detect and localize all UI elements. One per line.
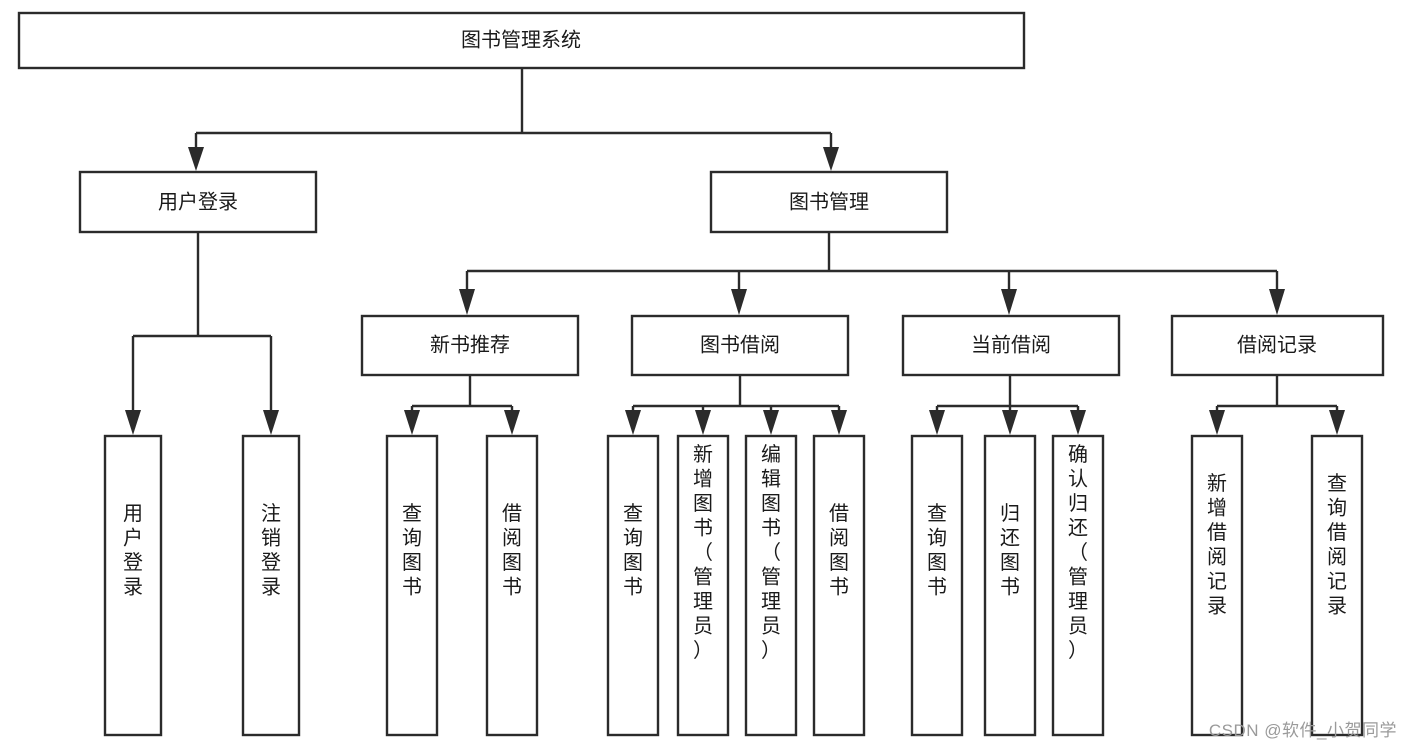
node-book-management[interactable]: 图书管理 — [709, 170, 949, 234]
arrow-head-new-book-recommend — [459, 289, 475, 315]
node-current-borrow[interactable]: 当前借阅 — [901, 314, 1121, 377]
arrow-head-borrow-records — [1269, 289, 1285, 315]
arrow-head-leaf-query-borrow-record — [1329, 410, 1345, 435]
node-user-login-label: 用户登录 — [158, 190, 238, 213]
node-leaf-logout[interactable]: 注销登录 — [241, 434, 301, 737]
node-user-login-box[interactable] — [78, 170, 318, 234]
node-new-book-recommend-label: 新书推荐 — [430, 333, 510, 356]
node-leaf-user-login-box[interactable] — [103, 434, 163, 737]
node-leaf-confirm-return-box[interactable] — [1051, 434, 1105, 737]
node-book-management-box[interactable] — [709, 170, 949, 234]
node-leaf-user-login[interactable]: 用户登录 — [103, 434, 163, 737]
node-leaf-borrow-book-rec-label: 借阅图书 — [502, 502, 522, 599]
node-leaf-borrow-book-rec-box[interactable] — [485, 434, 539, 737]
node-leaf-query-book-current-label: 查询图书 — [927, 502, 947, 599]
node-user-login[interactable]: 用户登录 — [78, 170, 318, 234]
node-leaf-add-borrow-record-box[interactable] — [1190, 434, 1244, 737]
arrow-head-leaf-borrow-book-rec — [504, 410, 520, 435]
node-leaf-add-borrow-record[interactable]: 新增借阅记录 — [1190, 434, 1244, 737]
node-leaf-borrow-book[interactable]: 借阅图书 — [812, 434, 866, 737]
node-leaf-query-borrow-record-box[interactable] — [1310, 434, 1364, 737]
node-current-borrow-label: 当前借阅 — [971, 333, 1051, 356]
arrow-head-leaf-user-login — [125, 410, 141, 435]
arrow-head-user-login — [188, 147, 204, 171]
node-leaf-borrow-book-box[interactable] — [812, 434, 866, 737]
arrow-head-leaf-query-book-borrow — [625, 410, 641, 435]
node-leaf-edit-book-label: 编辑图书（管理员） — [761, 443, 781, 662]
node-leaf-return-book-label: 归还图书 — [1000, 502, 1020, 599]
arrow-head-current-borrow — [1001, 289, 1017, 315]
node-leaf-borrow-book-label: 借阅图书 — [829, 502, 849, 599]
arrow-head-leaf-return-book — [1002, 410, 1018, 435]
node-leaf-logout-label: 注销登录 — [261, 502, 281, 599]
arrow-head-leaf-query-book-rec — [404, 410, 420, 435]
node-leaf-query-book-current[interactable]: 查询图书 — [910, 434, 964, 737]
node-leaf-query-book-current-box[interactable] — [910, 434, 964, 737]
node-leaf-query-book-borrow-box[interactable] — [606, 434, 660, 737]
arrow-head-book-management — [823, 147, 839, 171]
arrow-head-leaf-query-book-current — [929, 410, 945, 435]
node-leaf-logout-box[interactable] — [241, 434, 301, 737]
node-leaf-query-borrow-record-label: 查询借阅记录 — [1327, 472, 1347, 618]
node-leaf-borrow-book-rec[interactable]: 借阅图书 — [485, 434, 539, 737]
node-leaf-query-book-borrow-label: 查询图书 — [623, 502, 643, 599]
node-book-borrow-label: 图书借阅 — [700, 333, 780, 356]
csdn-watermark: CSDN @软件_小贺同学 — [1208, 721, 1397, 740]
node-leaf-add-book-label: 新增图书（管理员） — [693, 443, 713, 662]
node-book-management-label: 图书管理 — [789, 190, 869, 213]
node-leaf-user-login-label: 用户登录 — [123, 503, 143, 599]
node-current-borrow-box[interactable] — [901, 314, 1121, 377]
node-leaf-query-book-borrow[interactable]: 查询图书 — [606, 434, 660, 737]
node-layer: 图书管理系统 用户登录 图书管理 新书推荐 图书借阅 当前借阅 借阅记录 — [17, 11, 1385, 737]
arrow-head-book-borrow — [731, 289, 747, 315]
node-book-borrow[interactable]: 图书借阅 — [630, 314, 850, 377]
node-leaf-add-book[interactable]: 新增图书（管理员） — [676, 434, 730, 737]
node-leaf-query-borrow-record[interactable]: 查询借阅记录 — [1310, 434, 1364, 737]
arrow-head-leaf-borrow-book — [831, 410, 847, 435]
node-borrow-records-label: 借阅记录 — [1237, 333, 1317, 356]
node-leaf-return-book[interactable]: 归还图书 — [983, 434, 1037, 737]
node-leaf-confirm-return[interactable]: 确认归还（管理员） — [1051, 434, 1105, 737]
node-root-label: 图书管理系统 — [461, 28, 581, 51]
arrow-head-leaf-edit-book — [763, 410, 779, 435]
node-leaf-query-book-rec-label: 查询图书 — [402, 502, 422, 599]
node-leaf-query-book-rec[interactable]: 查询图书 — [385, 434, 439, 737]
node-borrow-records[interactable]: 借阅记录 — [1170, 314, 1385, 377]
arrow-head-leaf-logout — [263, 410, 279, 435]
node-leaf-edit-book[interactable]: 编辑图书（管理员） — [744, 434, 798, 737]
arrow-head-leaf-add-borrow-record — [1209, 410, 1225, 435]
arrow-head-leaf-add-book — [695, 410, 711, 435]
connector-layer — [125, 68, 1345, 435]
node-leaf-return-book-box[interactable] — [983, 434, 1037, 737]
arrow-head-leaf-confirm-return — [1070, 410, 1086, 435]
node-new-book-recommend-box[interactable] — [360, 314, 580, 377]
node-leaf-add-borrow-record-label: 新增借阅记录 — [1207, 472, 1227, 618]
node-borrow-records-box[interactable] — [1170, 314, 1385, 377]
node-leaf-query-book-rec-box[interactable] — [385, 434, 439, 737]
node-leaf-add-book-box[interactable] — [676, 434, 730, 737]
node-root-box[interactable] — [17, 11, 1026, 70]
node-root[interactable]: 图书管理系统 — [17, 11, 1026, 70]
node-book-borrow-box[interactable] — [630, 314, 850, 377]
node-leaf-confirm-return-label: 确认归还（管理员） — [1068, 443, 1088, 662]
node-leaf-edit-book-box[interactable] — [744, 434, 798, 737]
node-new-book-recommend[interactable]: 新书推荐 — [360, 314, 580, 377]
